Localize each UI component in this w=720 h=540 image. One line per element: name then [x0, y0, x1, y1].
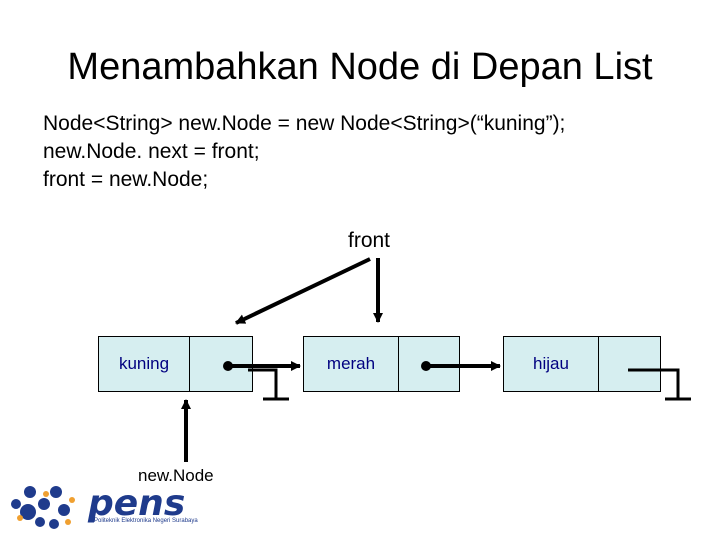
pens-logo-graphic: pens — [11, 483, 185, 529]
ground-symbol-2 — [628, 368, 691, 401]
logo-name: pens — [87, 483, 185, 524]
node-hijau: hijau — [503, 336, 661, 392]
code-line-2: new.Node. next = front; — [43, 140, 260, 163]
node-value: kuning — [99, 337, 190, 391]
ground-symbol-1 — [248, 368, 289, 401]
pens-logo: pens Politeknik Elektronika Negeri Surab… — [6, 482, 211, 534]
code-line-3: front = new.Node; — [43, 168, 209, 191]
front-new-pointer-arrow — [235, 257, 371, 325]
code-block: Node<String> new.Node = new Node<String>… — [43, 110, 565, 194]
node-merah: merah — [303, 336, 460, 392]
node-value: merah — [304, 337, 399, 391]
logo-tagline: Politeknik Elektronika Negeri Surabaya — [94, 518, 198, 524]
slide-title: Menambahkan Node di Depan List — [67, 46, 653, 88]
front-label: front — [348, 229, 391, 252]
newnode-label: new.Node — [138, 466, 214, 485]
node-value: hijau — [504, 337, 599, 391]
code-line-1: Node<String> new.Node = new Node<String>… — [43, 112, 566, 135]
